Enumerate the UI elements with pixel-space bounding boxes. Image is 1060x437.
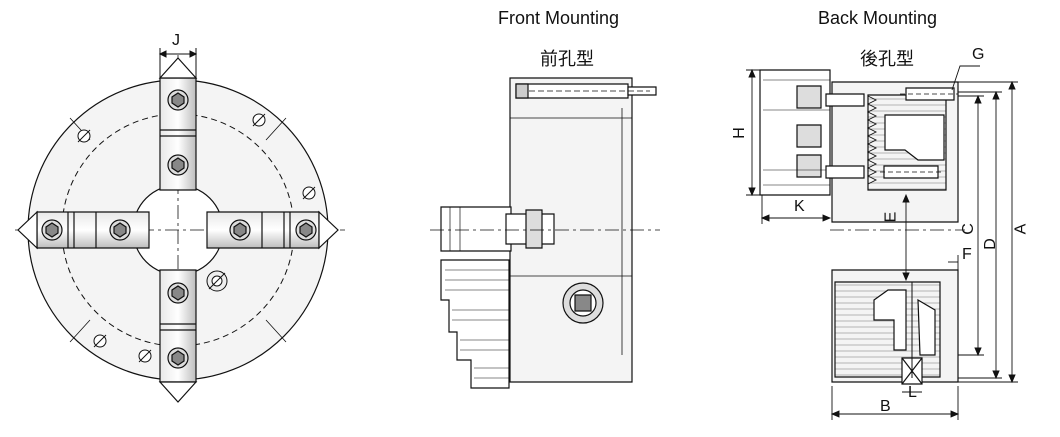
jaw-top	[160, 58, 196, 190]
jaw-right	[207, 212, 338, 248]
back-mounting-section-view	[760, 70, 965, 384]
dim-label-B: B	[880, 398, 891, 415]
dim-J-lines	[160, 48, 196, 80]
dim-label-F: F	[962, 246, 972, 263]
dim-label-H: H	[730, 127, 748, 139]
back-mounting-title: Back Mounting	[818, 8, 938, 28]
dim-label-A: A	[1012, 223, 1030, 235]
dim-label-C: C	[959, 223, 977, 235]
dim-label-L: L	[908, 384, 917, 401]
back-mounting-title-cjk: 後孔型	[860, 49, 914, 70]
front-view-chuck	[15, 55, 345, 400]
dim-label-D: D	[981, 238, 999, 250]
dim-label-E: E	[882, 211, 900, 223]
front-lower-jaw	[441, 260, 509, 388]
dim-label-J: J	[172, 32, 180, 49]
jaw-bottom	[160, 270, 196, 402]
front-mounting-title-cjk: 前孔型	[540, 49, 594, 70]
bolt-symbols	[78, 114, 315, 362]
dim-label-G: G	[972, 46, 985, 63]
back-dimension-lines	[746, 66, 1018, 420]
front-jaw-side	[441, 207, 511, 251]
dim-label-K: K	[794, 198, 805, 215]
front-mounting-side-view	[430, 78, 660, 388]
jaw-left	[18, 212, 149, 248]
front-mounting-title: Front Mounting	[498, 8, 620, 28]
